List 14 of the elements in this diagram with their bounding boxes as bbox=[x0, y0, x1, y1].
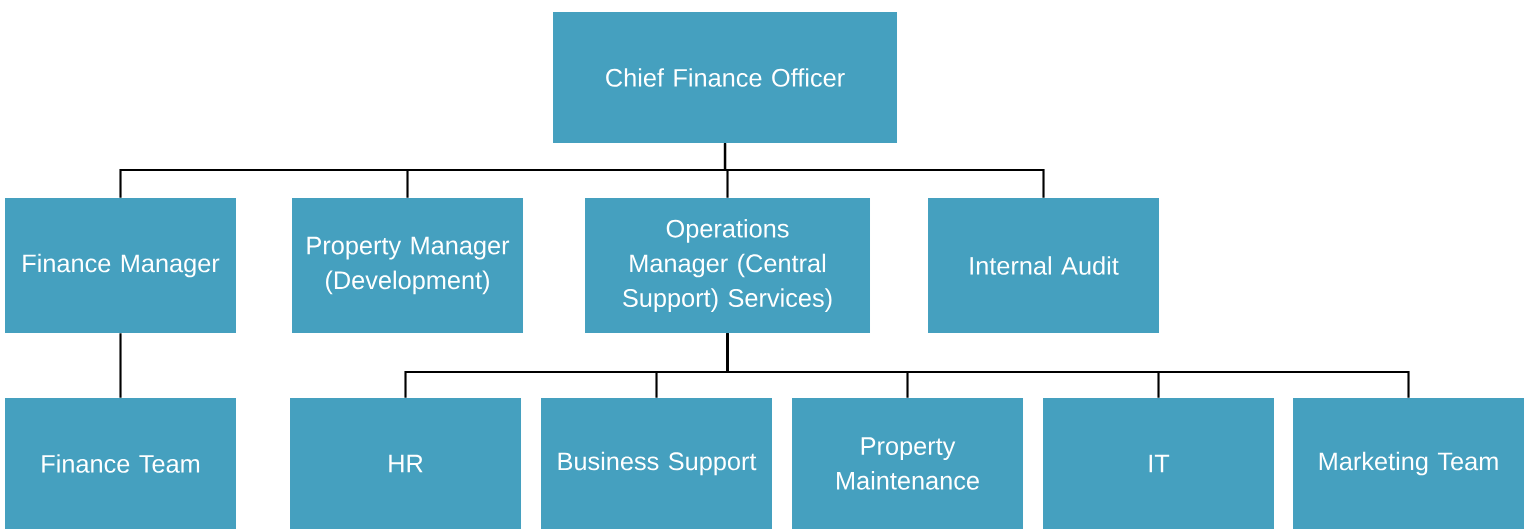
connector-line bbox=[723, 143, 1045, 198]
org-box: Finance Team bbox=[5, 398, 236, 529]
org-box: Finance Manager bbox=[5, 198, 236, 333]
org-box: HR bbox=[290, 398, 521, 529]
org-box: Internal Audit bbox=[928, 198, 1159, 333]
org-box: Chief Finance Officer bbox=[553, 12, 897, 143]
org-box: Operations Manager (Central Support) Services) bbox=[585, 198, 870, 333]
org-box: Marketing Team bbox=[1293, 398, 1524, 529]
org-box: Business Support bbox=[541, 398, 772, 529]
connector-line bbox=[119, 333, 122, 398]
org-box: Property Manager (Development) bbox=[292, 198, 523, 333]
connector-line bbox=[726, 333, 1410, 398]
org-box: Property Maintenance bbox=[792, 398, 1023, 529]
org-box: IT bbox=[1043, 398, 1274, 529]
